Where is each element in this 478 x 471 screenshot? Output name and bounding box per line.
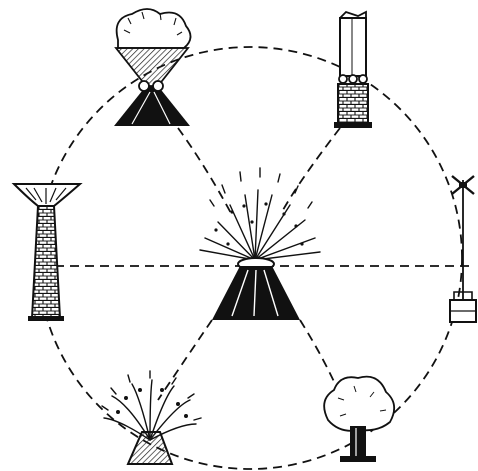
- upper-right-dashed-link: [283, 128, 340, 210]
- round-tree-icon: [324, 377, 394, 462]
- fountain-cone-icon: [200, 168, 320, 320]
- column-stump-icon: [334, 12, 372, 128]
- shrub-icon: [102, 371, 201, 464]
- lower-right-dashed-link: [300, 320, 340, 395]
- cut-bush-vase-icon: [114, 9, 191, 126]
- upper-left-dashed-link: [178, 128, 232, 215]
- lower-left-dashed-link: [158, 320, 212, 400]
- pedestal-cup-icon: [14, 184, 80, 321]
